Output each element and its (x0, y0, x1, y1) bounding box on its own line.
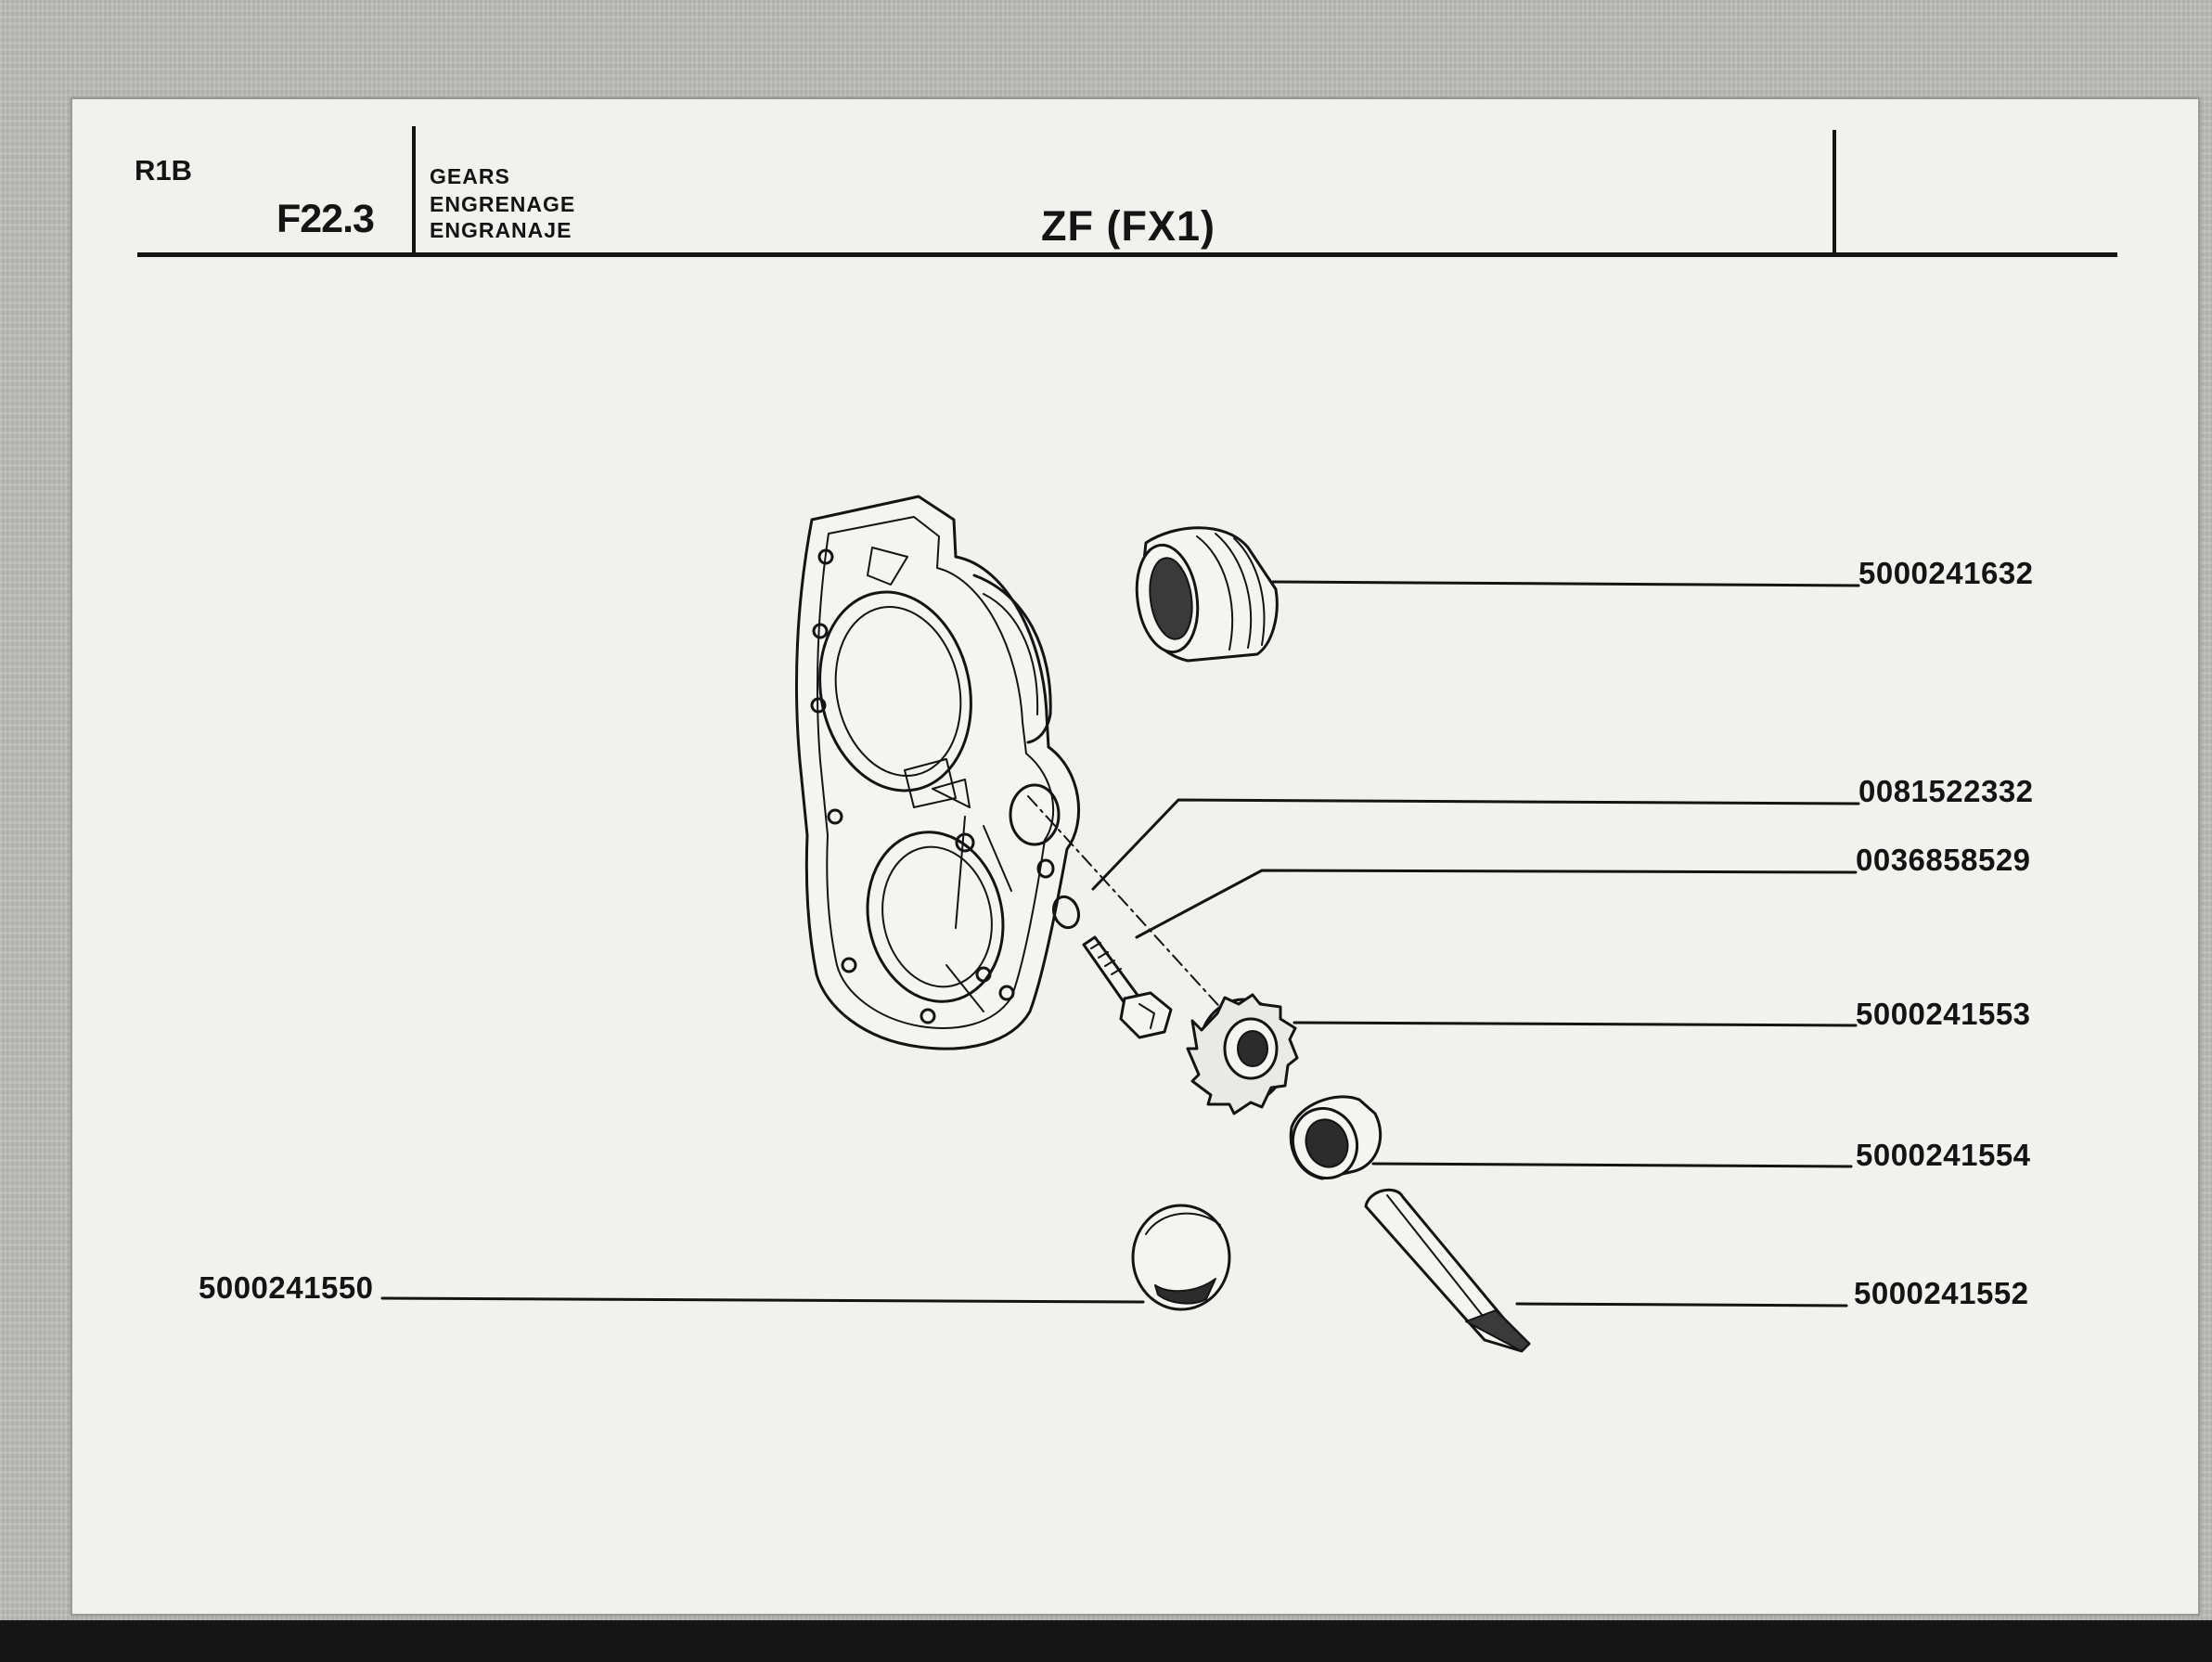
part-number-label: 5000241550 (199, 1270, 374, 1305)
leader-lines (380, 580, 1860, 1308)
title-en: GEARS (430, 164, 510, 188)
housing-plate (795, 495, 1080, 1050)
assembly-axis (1027, 795, 1235, 1024)
speedometer-gear-part (1186, 993, 1299, 1115)
drive-shaft-part (1364, 1188, 1531, 1353)
part-number-label: 5000241554 (1856, 1138, 2031, 1172)
title-es: ENGRANAJE (430, 218, 572, 242)
leader-line-5 (1371, 1162, 1853, 1168)
header-divider-right (1833, 130, 1836, 257)
bearing-bush-part (1289, 1095, 1382, 1180)
leader-line-1 (1271, 580, 1860, 587)
header-rule (137, 252, 2117, 257)
model-title: ZF (FX1) (1041, 202, 1215, 250)
leader-line-2 (1091, 798, 1860, 891)
part-number-label: 0081522332 (1858, 774, 2034, 808)
bolt-part (1082, 935, 1173, 1039)
washer-part (1051, 895, 1081, 930)
plug-cap-part (1131, 1204, 1231, 1311)
threaded-bushing-part (1135, 526, 1279, 663)
part-number-label: 5000241632 (1858, 556, 2034, 590)
leader-line-4 (1292, 1021, 1858, 1027)
part-number-label: 0036858529 (1856, 843, 2031, 877)
leader-line-3 (1135, 869, 1858, 939)
leader-line-6 (1515, 1302, 1848, 1308)
bottom-border (0, 1620, 2212, 1662)
title-fr: ENGRENAGE (430, 192, 576, 216)
leader-line-7 (380, 1296, 1145, 1304)
header-divider-left (412, 126, 416, 256)
part-number-label: 5000241552 (1854, 1276, 2029, 1310)
sheet-code: R1B (135, 154, 193, 187)
part-number-label: 5000241553 (1856, 997, 2031, 1031)
catalog-sheet (71, 97, 2200, 1616)
section-ref: F22.3 (276, 197, 375, 241)
